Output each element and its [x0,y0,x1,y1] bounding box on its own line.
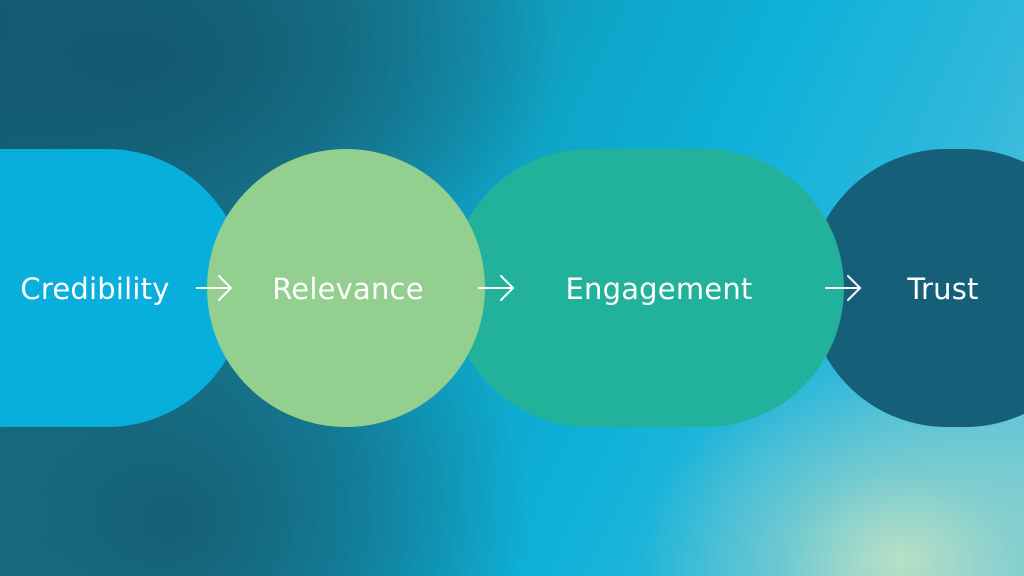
right-arrow-icon [824,270,864,306]
right-arrow-icon [195,270,235,306]
step-relevance-shape [207,149,485,427]
step-engagement-shape [450,149,844,427]
step-credibility-label: Credibility [20,272,170,306]
step-trust-label: Trust [907,272,979,306]
right-arrow-icon [477,270,517,306]
step-engagement-label: Engagement [565,272,753,306]
step-relevance-label: Relevance [272,272,424,306]
